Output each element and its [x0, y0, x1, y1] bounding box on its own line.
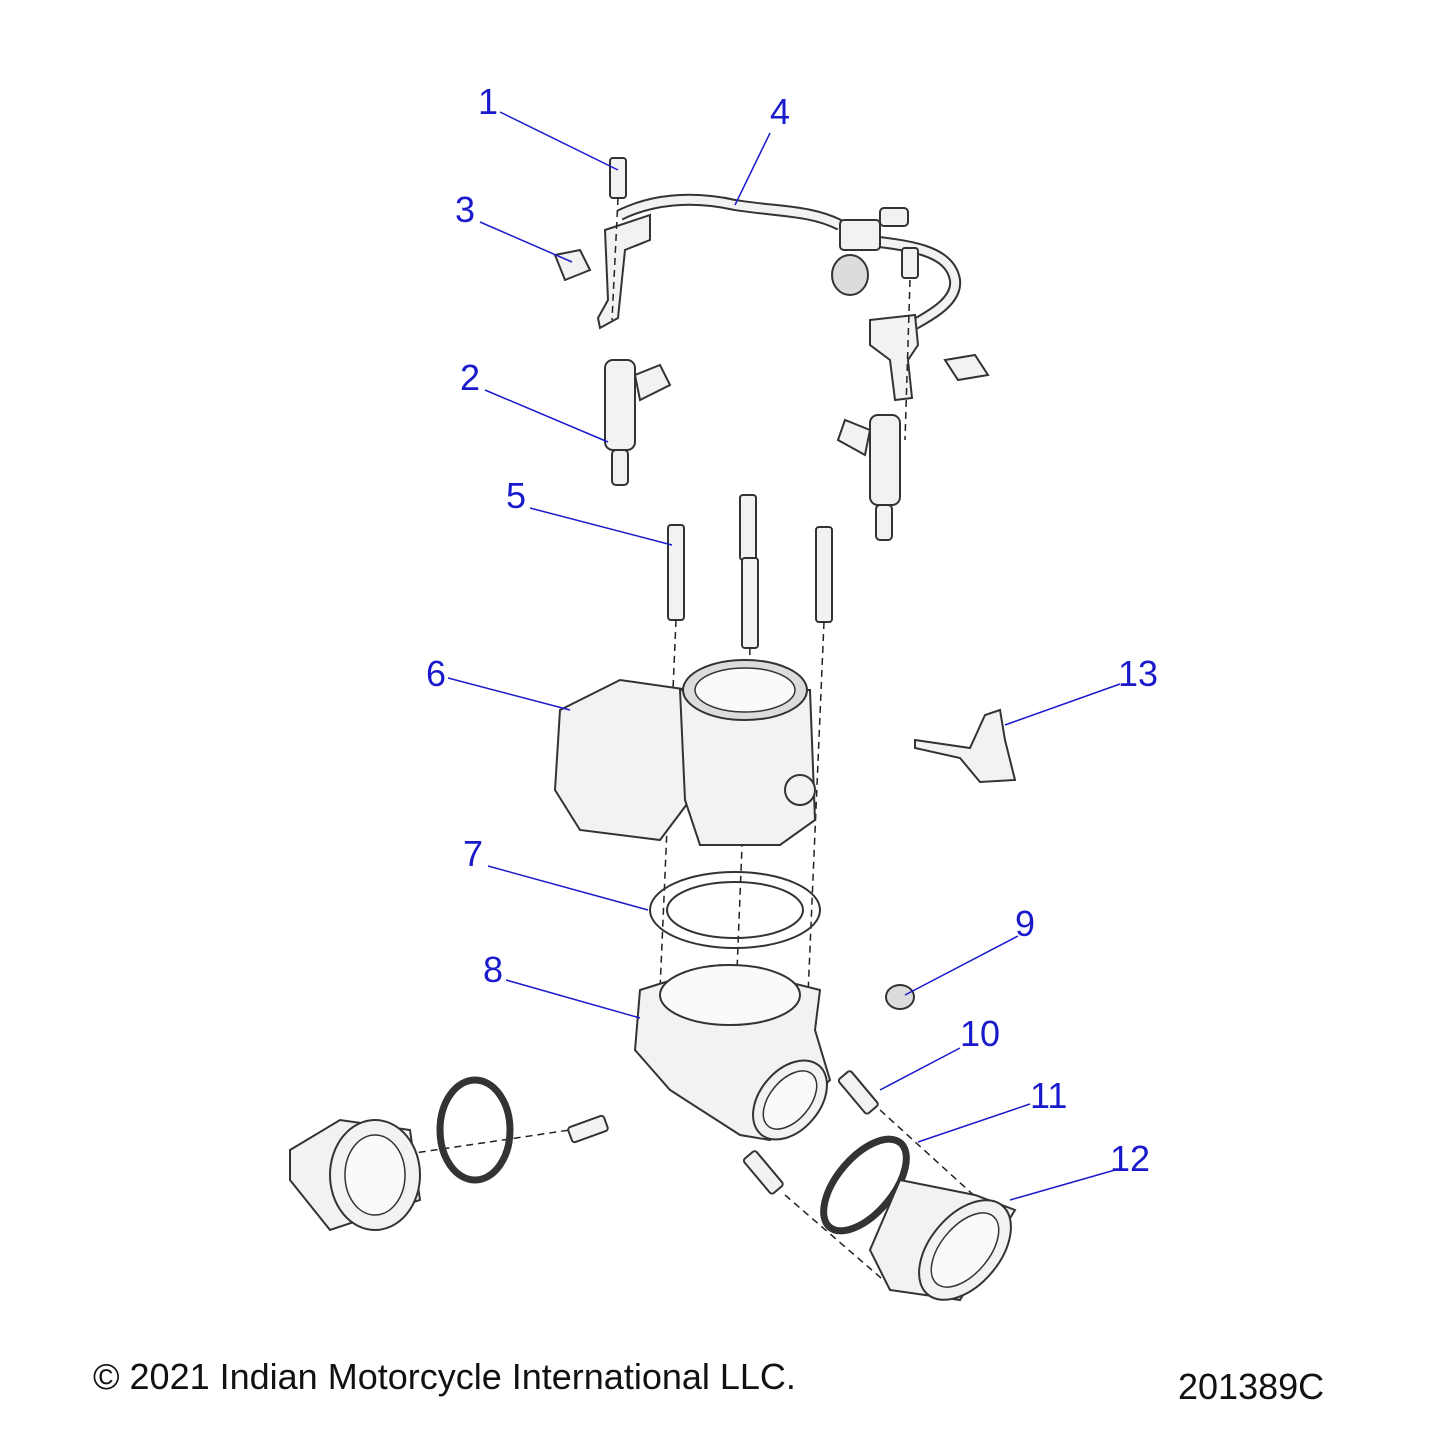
screw: [567, 1114, 609, 1144]
callout-6: 6: [426, 653, 446, 694]
intake-manifold: [633, 963, 832, 1142]
gasket: [649, 871, 821, 949]
retaining-clip: [553, 248, 592, 282]
screw: [742, 1150, 784, 1195]
throttle-body-bolts: [667, 494, 833, 649]
callout-3: 3: [455, 189, 475, 230]
callout-13: 13: [1118, 653, 1158, 694]
callout-2: 2: [460, 357, 480, 398]
bracket: [914, 708, 1017, 784]
callout-11: 11: [1030, 1075, 1067, 1116]
plug: [885, 984, 915, 1010]
intake-boot: [289, 1118, 422, 1232]
screw: [901, 247, 919, 279]
throttle-body: [553, 659, 817, 846]
callout-7: 7: [463, 833, 483, 874]
hose-clamp: [436, 1076, 514, 1184]
retaining-clip: [943, 353, 990, 382]
fuel-rail: [596, 193, 962, 402]
callout-8: 8: [483, 949, 503, 990]
screw: [837, 1070, 879, 1115]
leader-lines: [447, 111, 1121, 1201]
drawing-number: 201389C: [1178, 1366, 1325, 1407]
copyright-notice: © 2021 Indian Motorcycle International L…: [93, 1356, 796, 1397]
callout-12: 12: [1110, 1138, 1150, 1179]
callout-5: 5: [506, 475, 526, 516]
callout-4: 4: [770, 91, 790, 132]
screw: [609, 157, 627, 199]
callout-10: 10: [960, 1013, 1000, 1054]
hose-clamp: [820, 1135, 910, 1235]
fuel-injector: [836, 414, 901, 541]
fuel-injector: [604, 359, 672, 486]
callout-9: 9: [1015, 903, 1035, 944]
callout-1: 1: [478, 81, 498, 122]
intake-boot: [868, 1178, 1017, 1302]
